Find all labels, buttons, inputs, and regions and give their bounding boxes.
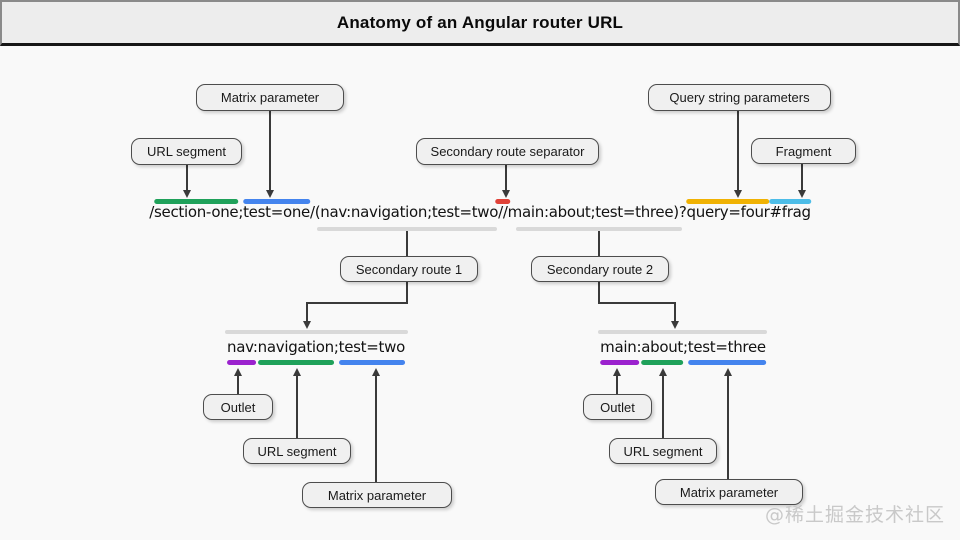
label-outlet-left: Outlet (203, 394, 273, 420)
connector-line (406, 282, 408, 304)
url-part-segment: about (641, 338, 683, 356)
arrow-up-icon (372, 368, 380, 376)
secondary-route-1-underline (317, 227, 497, 231)
label-secondary-route-separator: Secondary route separator (416, 138, 599, 165)
connector-line (598, 231, 600, 257)
connector-line (737, 110, 739, 192)
connector-line (307, 302, 408, 304)
label-url-segment-left: URL segment (243, 438, 351, 464)
arrow-up-icon (234, 368, 242, 376)
url-part-colon: : (252, 338, 258, 356)
url-part-open-paren: /( (309, 203, 321, 221)
sub-route-1-url: nav:navigation;test=two (227, 338, 405, 356)
watermark: @稀土掘金技术社区 (764, 504, 945, 526)
url-part-secondary-route-2: main:about;test=three (507, 203, 674, 221)
url-part-matrix-param: test=one (243, 203, 310, 221)
label-url-segment-top: URL segment (131, 138, 242, 165)
label-url-segment-right: URL segment (609, 438, 717, 464)
url-part-fragment: #frag (769, 203, 812, 221)
url-part-route-separator: // (498, 203, 508, 221)
secondary-route-2-underline (516, 227, 682, 231)
connector-line (505, 164, 507, 192)
arrow-up-icon (659, 368, 667, 376)
url-part-semicolon: ; (333, 338, 339, 356)
url-part-colon: : (636, 338, 642, 356)
connector-line (599, 302, 676, 304)
url-part-semicolon: ; (683, 338, 688, 356)
arrow-up-icon (613, 368, 621, 376)
url-part-outlet: main (600, 338, 637, 356)
connector-line (375, 375, 377, 482)
url-part-segment: navigation (257, 338, 335, 356)
label-outlet-right: Outlet (583, 394, 652, 420)
sub-route-1-overline (225, 330, 408, 334)
connector-line (296, 375, 298, 438)
label-secondary-route-1: Secondary route 1 (340, 256, 478, 282)
url-part-matrix-param: test=three (687, 338, 766, 356)
url-part-query-string: query=four (686, 203, 770, 221)
connector-line (727, 375, 729, 479)
sub-route-2-url: main:about;test=three (600, 338, 766, 356)
connector-line (598, 282, 600, 304)
arrow-down-icon (502, 190, 510, 198)
url-part-section-one: section-one (154, 203, 239, 221)
arrow-down-icon (798, 190, 806, 198)
arrow-down-icon (183, 190, 191, 198)
connector-line (269, 110, 271, 192)
router-url: /section-one;test=one/(nav:navigation;te… (149, 203, 811, 221)
connector-line (237, 375, 239, 394)
label-matrix-parameter-right: Matrix parameter (655, 479, 803, 505)
url-part-matrix-param: test=two (338, 338, 406, 356)
connector-line (674, 302, 676, 322)
connector-line (616, 375, 618, 394)
connector-line (662, 375, 664, 438)
connector-line (306, 302, 308, 322)
connector-line (186, 164, 188, 192)
url-part-secondary-route-1: nav:navigation;test=two (320, 203, 499, 221)
diagram-title: Anatomy of an Angular router URL (336, 12, 624, 32)
label-matrix-parameter-top: Matrix parameter (196, 84, 344, 111)
sub-route-2-overline (598, 330, 767, 334)
url-part-slash: / (149, 203, 154, 221)
url-part-semicolon: ; (238, 203, 244, 221)
url-part-close-paren: )? (673, 203, 687, 221)
arrow-down-icon (303, 321, 311, 329)
arrow-up-icon (293, 368, 301, 376)
title-bar: Anatomy of an Angular router URL (0, 0, 960, 46)
url-part-outlet: nav (227, 338, 253, 356)
connector-line (801, 163, 803, 192)
label-secondary-route-2: Secondary route 2 (531, 256, 669, 282)
label-matrix-parameter-left: Matrix parameter (302, 482, 452, 508)
connector-line (406, 231, 408, 257)
arrow-down-icon (734, 190, 742, 198)
arrow-down-icon (266, 190, 274, 198)
label-fragment: Fragment (751, 138, 856, 164)
label-query-string-parameters: Query string parameters (648, 84, 831, 111)
arrow-down-icon (671, 321, 679, 329)
arrow-up-icon (724, 368, 732, 376)
